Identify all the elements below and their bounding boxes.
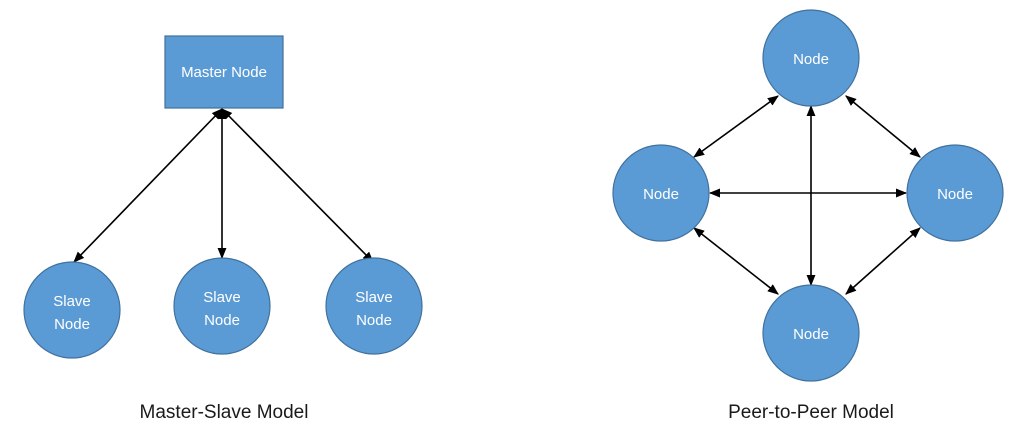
slave-node-3: Slave Node [325,257,423,355]
slave-node-2-circle [173,257,271,355]
p2p-node-bottom-circle [762,284,860,382]
p2p-node-top: Node [762,9,860,107]
peer-to-peer-caption: Peer-to-Peer Model [728,402,894,423]
slave-node-1-label-line1: Slave [53,293,91,310]
slave-node-3-label-line1: Slave [355,289,393,306]
slave-node-3-label-line2: Node [356,312,392,329]
edge-master-slave-1 [73,108,223,263]
p2p-node-left-circle [612,144,710,242]
slave-node-2-label-line2: Node [204,312,240,329]
edge-top-right [845,95,921,158]
slave-node-3-circle [325,257,423,355]
master-slave-edges [73,107,374,263]
master-node: Master Node [164,35,284,109]
slave-node-2-label-line1: Slave [203,289,241,306]
p2p-node-top-label: Node [793,51,829,68]
p2p-node-right-label: Node [937,186,973,203]
edge-top-left [693,95,779,158]
peer-to-peer-model: Node Node Node Node Peer-to-Peer Model [612,9,1004,423]
p2p-node-top-circle [762,9,860,107]
p2p-node-left: Node [612,144,710,242]
edge-left-bottom [693,227,779,295]
p2p-node-bottom: Node [762,284,860,382]
p2p-node-bottom-label: Node [793,326,829,343]
p2p-node-right: Node [906,144,1004,242]
master-node-box [164,35,284,109]
slave-node-1: Slave Node [23,261,121,359]
p2p-node-right-circle [906,144,1004,242]
slave-node-2: Slave Node [173,257,271,355]
master-node-label: Master Node [181,64,267,81]
p2p-edges [693,95,921,295]
edge-master-slave-3 [221,108,374,263]
master-slave-model: Master Node Slave Node Slave Node Slave … [23,35,423,423]
edge-right-bottom [845,227,921,295]
slave-node-1-label-line2: Node [54,316,90,333]
master-slave-caption: Master-Slave Model [140,402,309,423]
p2p-node-left-label: Node [643,186,679,203]
slave-node-1-circle [23,261,121,359]
